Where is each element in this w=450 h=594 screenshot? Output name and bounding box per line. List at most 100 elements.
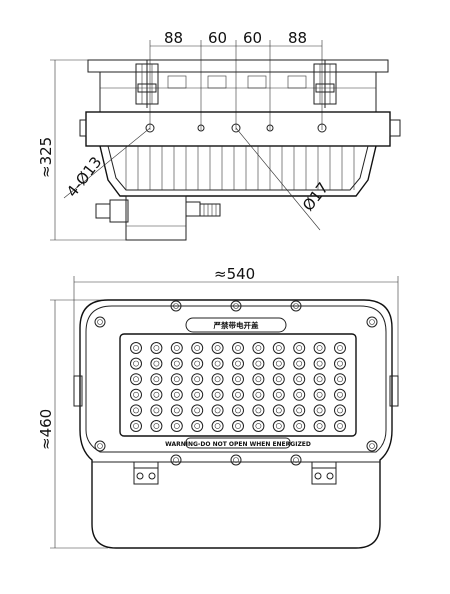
led	[232, 388, 244, 401]
front-height-dimension: ≈460	[37, 299, 108, 549]
led	[313, 342, 326, 354]
led	[232, 404, 244, 417]
led	[252, 373, 265, 386]
led	[272, 388, 285, 401]
right-bracket	[313, 60, 337, 108]
led	[334, 373, 346, 386]
finned-body	[99, 145, 377, 197]
cable-hole-leader: Ø17	[235, 127, 332, 231]
led	[334, 404, 346, 417]
mounting-rail	[79, 111, 401, 147]
led	[130, 357, 142, 370]
led	[211, 404, 224, 417]
led	[170, 373, 183, 386]
led	[232, 373, 244, 386]
led	[150, 357, 163, 370]
led-array	[130, 342, 346, 432]
led	[293, 342, 306, 354]
led	[170, 420, 183, 432]
screw	[94, 440, 106, 452]
led	[150, 388, 163, 401]
screw	[94, 316, 106, 328]
side-height-label: ≈325	[37, 137, 55, 178]
mount-hole-4	[317, 123, 327, 133]
front-view: ≈540 ≈460 严禁带电开盖	[37, 265, 399, 549]
led	[211, 342, 224, 354]
led	[211, 420, 224, 432]
led	[313, 373, 326, 386]
led	[150, 373, 163, 386]
screw	[366, 440, 378, 452]
side-view: 88 60 60 88 ≈325	[37, 29, 401, 241]
led	[191, 388, 204, 401]
led	[232, 357, 244, 370]
led	[252, 388, 265, 401]
front-housing	[73, 299, 399, 549]
led	[313, 404, 326, 417]
screw	[290, 300, 302, 312]
led	[211, 388, 224, 401]
mount-hole-3	[266, 124, 274, 132]
nameplate-text: WARNING-DO NOT OPEN WHEN ENERGIZED	[165, 441, 311, 448]
warning-label-text: 严禁带电开盖	[213, 320, 259, 330]
led	[170, 404, 183, 417]
led	[334, 357, 346, 370]
cable-hole	[231, 123, 241, 133]
spacing-label-2: 60	[208, 29, 227, 47]
led	[252, 357, 265, 370]
led	[191, 342, 204, 354]
screw	[170, 300, 182, 312]
mount-holes-label: 4-Ø13	[63, 153, 105, 200]
led	[272, 404, 285, 417]
led	[232, 420, 244, 432]
left-bracket	[135, 60, 159, 108]
led	[150, 420, 163, 432]
nameplate: WARNING-DO NOT OPEN WHEN ENERGIZED	[165, 437, 311, 449]
led	[150, 342, 163, 354]
led	[272, 373, 285, 386]
led	[150, 404, 163, 417]
spacing-dimension-chain: 88 60 60 88	[149, 29, 323, 130]
led	[170, 342, 183, 354]
side-height-dimension: ≈325	[37, 59, 130, 241]
led	[313, 420, 326, 432]
led	[293, 388, 306, 401]
led	[293, 404, 306, 417]
bottom-bracket-right	[311, 462, 337, 485]
led	[130, 404, 142, 417]
housing-top	[87, 59, 389, 113]
led	[211, 373, 224, 386]
led	[293, 357, 306, 370]
screw	[366, 316, 378, 328]
cooling-fins	[125, 146, 355, 190]
led	[334, 388, 346, 401]
led	[130, 388, 142, 401]
led	[130, 373, 142, 386]
led	[272, 342, 285, 354]
led	[334, 420, 346, 432]
front-height-label: ≈460	[37, 409, 55, 450]
led	[252, 404, 265, 417]
led	[272, 357, 285, 370]
mount-hole-2	[197, 124, 205, 132]
led	[232, 342, 244, 354]
spacing-label-3: 60	[243, 29, 262, 47]
led	[293, 420, 306, 432]
cable-gland	[95, 195, 221, 241]
led	[211, 357, 224, 370]
bottom-bracket-left	[133, 462, 159, 485]
led	[313, 388, 326, 401]
led	[252, 420, 265, 432]
led	[130, 342, 142, 354]
led	[191, 357, 204, 370]
spacing-label-4: 88	[288, 29, 307, 47]
frame-screws	[94, 300, 378, 466]
led	[252, 342, 265, 354]
led	[191, 373, 204, 386]
led	[130, 420, 142, 432]
led	[170, 388, 183, 401]
led	[293, 373, 306, 386]
screw	[290, 454, 302, 466]
spacing-label-1: 88	[164, 29, 183, 47]
warning-label: 严禁带电开盖	[185, 317, 287, 333]
